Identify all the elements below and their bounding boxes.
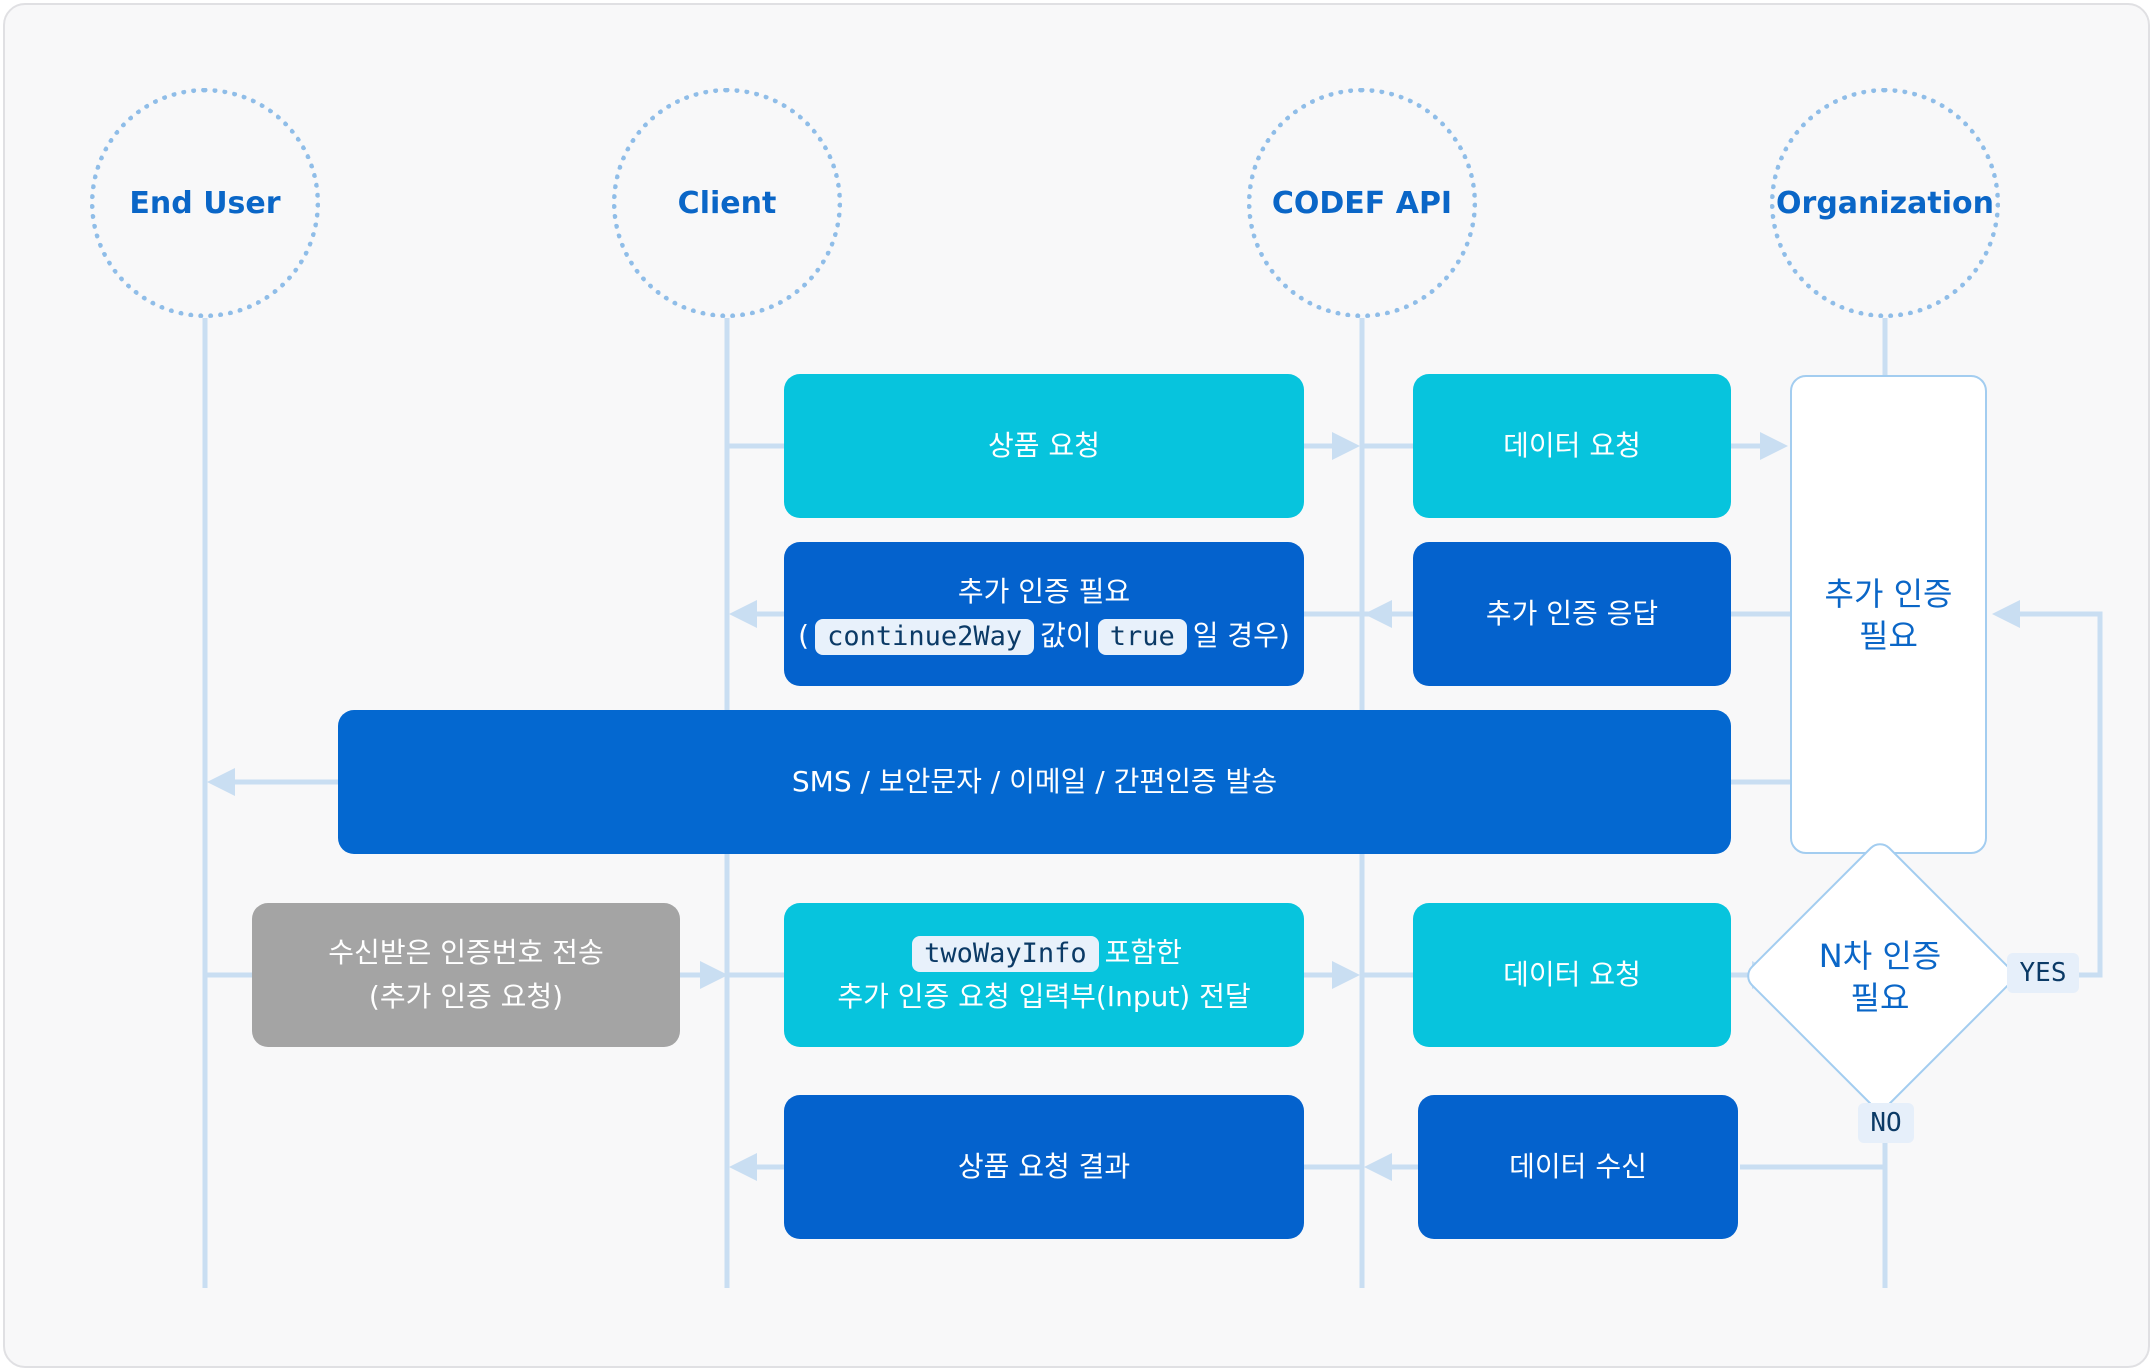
actor-organization: Organization <box>1770 88 2000 318</box>
step-product-request-label: 상품 요청 <box>988 429 1100 462</box>
step-data-request-2-label: 데이터 요청 <box>1503 958 1641 991</box>
actor-end-user-label: End User <box>129 185 281 221</box>
step-send-code: 수신받은 인증번호 전송 (추가 인증 요청) <box>252 903 680 1047</box>
code-true: true <box>1097 619 1187 655</box>
code-continue2way: continue2Way <box>815 619 1035 655</box>
step-send-code-line2: (추가 인증 요청) <box>368 980 564 1013</box>
step-data-receive: 데이터 수신 <box>1418 1095 1738 1239</box>
step-org-additional-auth-line1: 추가 인증 <box>1824 574 1953 613</box>
step-product-result-label: 상품 요청 결과 <box>957 1150 1131 1183</box>
step-data-receive-label: 데이터 수신 <box>1509 1150 1647 1183</box>
step-additional-auth-response: 추가 인증 응답 <box>1413 542 1731 686</box>
twoway-suffix: 포함한 <box>1104 936 1182 969</box>
decision-n-auth-line2: 필요 <box>1850 979 1910 1017</box>
step-additional-auth-response-label: 추가 인증 응답 <box>1485 597 1659 630</box>
step-send-auth: SMS / 보안문자 / 이메일 / 간편인증 발송 <box>338 710 1731 854</box>
paren-open: ( <box>798 619 810 652</box>
step-additional-auth-needed-line1: 추가 인증 필요 <box>957 575 1131 608</box>
step-data-request-1: 데이터 요청 <box>1413 374 1731 518</box>
step-org-additional-auth-line2: 필요 <box>1859 616 1918 655</box>
actor-client: Client <box>612 88 842 318</box>
actor-client-label: Client <box>677 185 777 221</box>
step-twoway-input-line2: 추가 인증 요청 입력부(Input) 전달 <box>837 980 1251 1013</box>
no-tag: NO <box>1858 1103 1914 1143</box>
value-text: 값이 <box>1040 619 1092 652</box>
step-send-auth-label: SMS / 보안문자 / 이메일 / 간편인증 발송 <box>791 765 1278 798</box>
decision-n-auth-label: N차 인증 필요 <box>1780 935 1980 1019</box>
decision-n-auth-line1: N차 인증 <box>1818 937 1942 975</box>
code-twowayinfo: twoWayInfo <box>912 936 1099 972</box>
yes-tag: YES <box>2007 953 2079 993</box>
step-org-additional-auth: 추가 인증 필요 <box>1790 375 1987 854</box>
actor-organization-label: Organization <box>1776 185 1994 221</box>
actor-end-user: End User <box>90 88 320 318</box>
step-send-code-line1: 수신받은 인증번호 전송 <box>328 936 604 969</box>
actor-codef-api: CODEF API <box>1247 88 1477 318</box>
actor-codef-api-label: CODEF API <box>1271 185 1453 221</box>
step-product-result: 상품 요청 결과 <box>784 1095 1304 1239</box>
case-text: 일 경우) <box>1192 619 1290 652</box>
step-product-request: 상품 요청 <box>784 374 1304 518</box>
step-data-request-1-label: 데이터 요청 <box>1503 429 1641 462</box>
step-data-request-2: 데이터 요청 <box>1413 903 1731 1047</box>
